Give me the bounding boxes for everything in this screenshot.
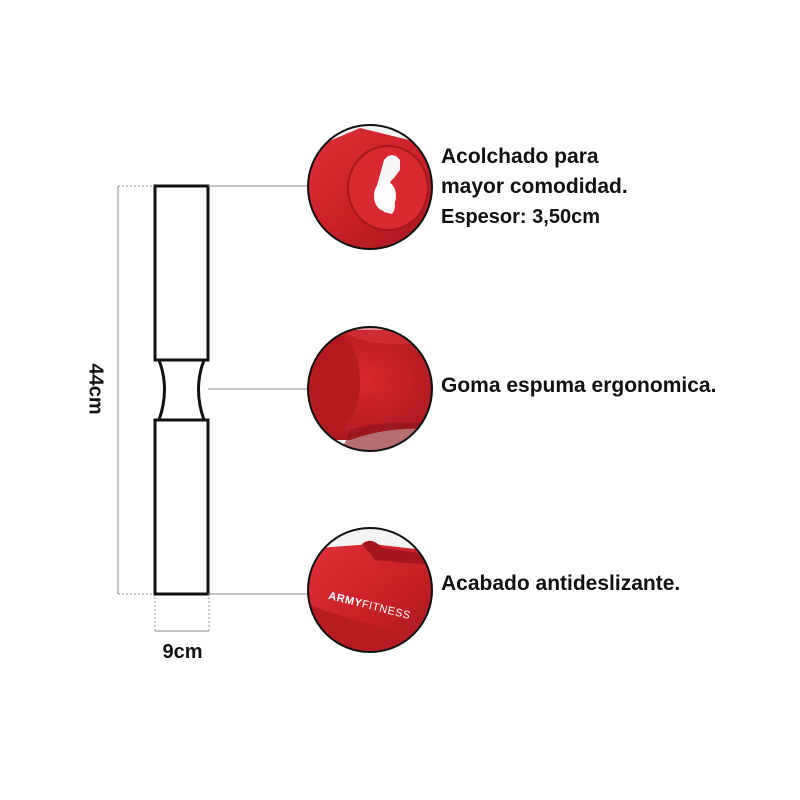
feature-finish-line-1: Acabado antideslizante. [441, 572, 681, 595]
bar-pad-outline [153, 184, 210, 596]
feature-label-padding: Acolchado para mayor comodidad. Espesor:… [441, 142, 628, 232]
detail-circle-padding [307, 124, 433, 250]
feature-padding-line-3: Espesor: 3,50cm [441, 206, 600, 228]
feature-padding-line-1: Acolchado para [441, 145, 599, 168]
height-dimension-guide [117, 185, 155, 595]
detail-circle-finish [307, 527, 433, 653]
feature-padding-line-2: mayor comodidad. [441, 175, 628, 198]
feature-label-foam: Goma espuma ergonomica. [441, 371, 716, 401]
width-dimension-label: 9cm [162, 641, 203, 663]
length-dimension-label: 44cm [84, 363, 107, 415]
detail-circle-foam [307, 326, 433, 452]
feature-label-finish: Acabado antideslizante. [441, 569, 680, 599]
leader-lines [208, 185, 308, 595]
width-dimension-guide [154, 597, 210, 632]
feature-foam-line-1: Goma espuma ergonomica. [441, 374, 717, 397]
